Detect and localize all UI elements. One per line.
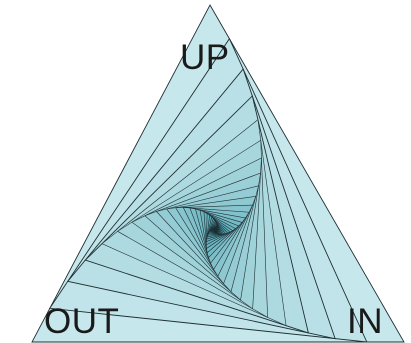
out-label: OUT	[44, 304, 119, 339]
up-label: UP	[180, 40, 230, 75]
in-label: IN	[347, 304, 383, 339]
